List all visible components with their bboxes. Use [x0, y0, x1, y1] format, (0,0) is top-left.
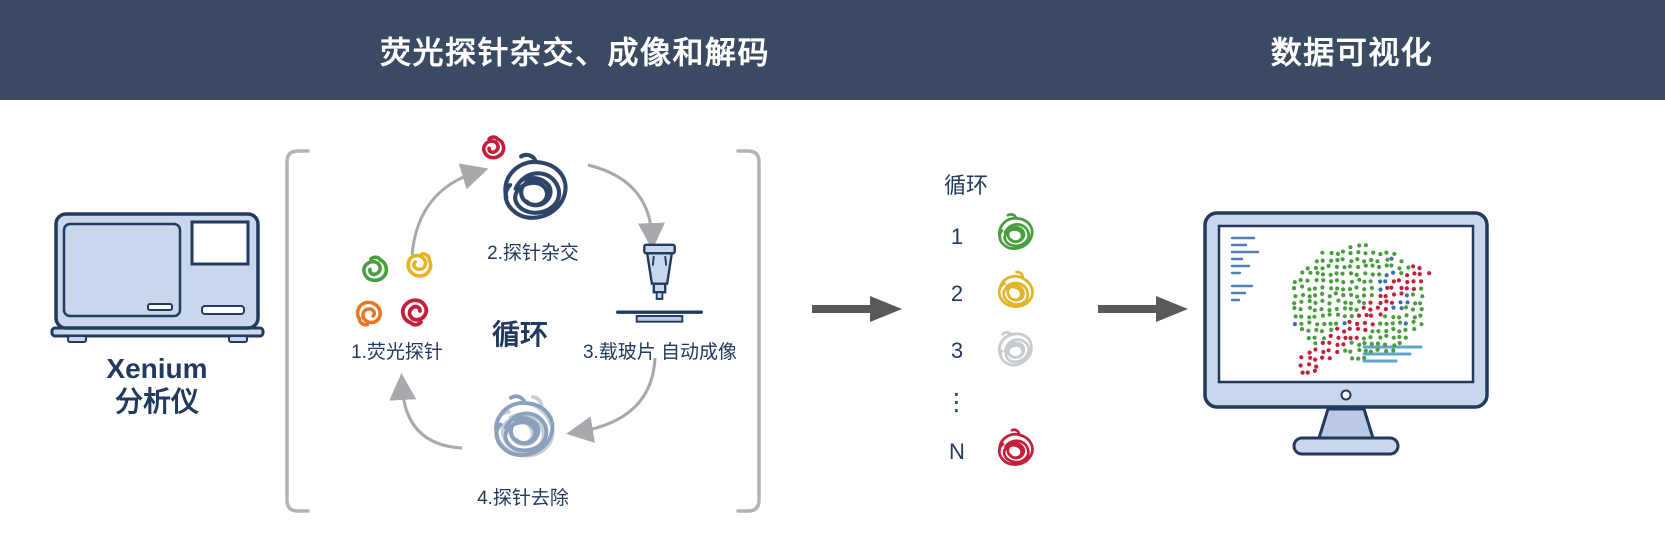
header-title-hybridization: 荧光探针杂交、成像和解码 [380, 35, 770, 71]
cycle-2-yellow-blob-icon [993, 266, 1041, 314]
objective-slide-icon [616, 243, 703, 323]
probe-removal-icon [484, 384, 569, 470]
cycle-row-3-index: 3 [950, 338, 964, 363]
plot-scale-lines-icon [1362, 345, 1423, 363]
fluorescent-probes-icon [352, 248, 442, 334]
cycle-row-ellipsis-glyph: ⋮ [944, 389, 970, 416]
step1-label: 1.荧光探针 [351, 342, 443, 363]
cycle-row-n-index: N [949, 439, 965, 464]
screen-plot [1230, 236, 1432, 375]
cycle-center-label: 循环 [491, 319, 549, 350]
cycle-arrows [389, 163, 665, 450]
spatial-scatter-plot [1291, 243, 1432, 375]
plot-legend-lines-icon [1230, 236, 1260, 302]
cycle-row-2-index: 2 [950, 281, 964, 306]
probe-red-icon [397, 294, 433, 331]
analyzer-label-line1: Xenium [106, 353, 208, 384]
cycle-n-red-blob-icon [995, 426, 1038, 470]
header-title-visualization: 数据可视化 [1270, 35, 1434, 71]
probe-hybridization-icon [488, 150, 580, 232]
cycles-column-title: 循环 [943, 173, 989, 198]
flow-arrow-2 [1098, 296, 1188, 322]
analyzer-label-line2: 分析仪 [114, 386, 199, 418]
left-bracket [285, 149, 310, 513]
xenium-analyzer-icon [50, 212, 265, 343]
cycle-3-gray-blob-icon [992, 324, 1038, 371]
step4-label: 4.探针去除 [477, 488, 569, 509]
header-bar: 荧光探针杂交、成像和解码 数据可视化 [0, 0, 1665, 100]
cycle-row-1-index: 1 [950, 224, 964, 249]
flow-arrow-1 [812, 296, 902, 322]
cycle-1-green-blob-icon [998, 212, 1034, 250]
right-bracket [736, 149, 761, 513]
analyzer-label: Xenium 分析仪 [47, 352, 267, 418]
step2-label: 2.探针杂交 [487, 243, 579, 264]
step3-label: 3.载玻片 自动成像 [582, 342, 738, 363]
monitor-icon [1203, 211, 1489, 456]
probe-orange-icon [353, 298, 385, 330]
